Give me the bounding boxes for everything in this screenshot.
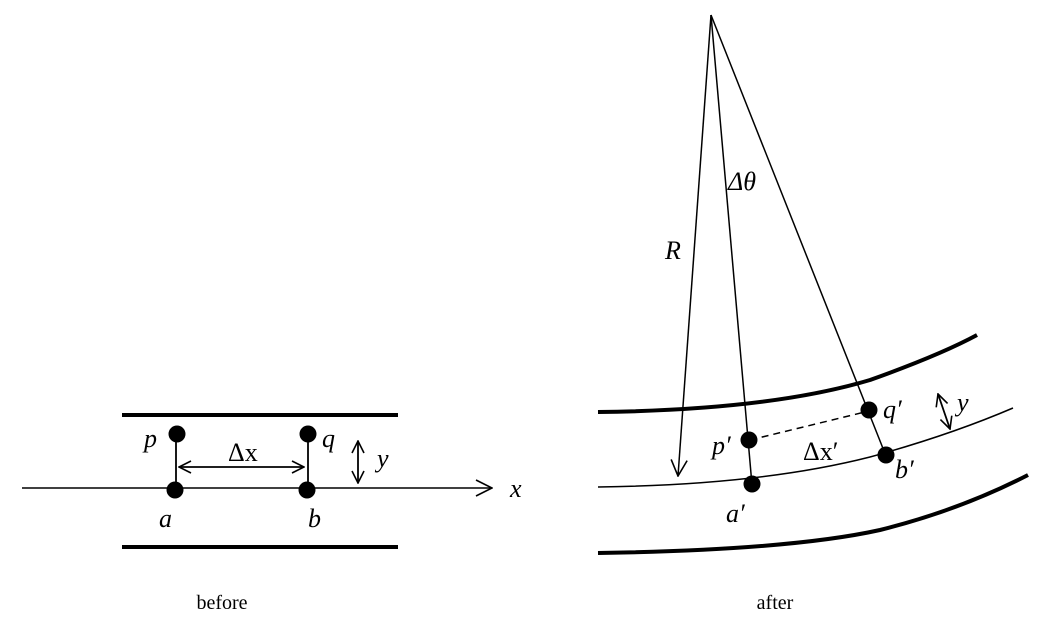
before-panel: x p q a b Δx y before xyxy=(22,413,522,614)
before-caption: before xyxy=(196,592,247,614)
label-a-prime: a′ xyxy=(726,499,745,528)
label-p: p xyxy=(142,424,157,453)
point-p-prime xyxy=(740,431,758,449)
y-prime-arrow xyxy=(938,394,950,429)
point-p xyxy=(168,425,186,443)
after-panel: R Δθ p′ q′ a′ b′ Δx′ y after xyxy=(597,14,1029,614)
point-b-prime xyxy=(877,446,895,464)
label-p-prime: p′ xyxy=(710,431,731,460)
dtheta-label: Δθ xyxy=(727,167,756,196)
dx-prime-label: Δx′ xyxy=(803,437,838,466)
radius-label: R xyxy=(664,236,681,265)
line-to-a-prime xyxy=(710,14,753,486)
bottom-surface-curve xyxy=(597,473,1029,555)
point-a-prime xyxy=(743,475,761,493)
y-label: y xyxy=(374,444,389,473)
label-b: b xyxy=(308,504,321,533)
point-q-prime xyxy=(860,401,878,419)
after-caption: after xyxy=(757,592,794,614)
dx-prime-dashed xyxy=(749,410,870,441)
y-prime-label: y xyxy=(954,388,969,417)
point-b xyxy=(298,481,316,499)
line-to-b-prime xyxy=(710,14,887,457)
label-q-prime: q′ xyxy=(883,395,902,424)
point-a xyxy=(166,481,184,499)
label-b-prime: b′ xyxy=(895,455,914,484)
top-surface-curve xyxy=(597,333,978,414)
radius-arrow xyxy=(678,14,712,476)
label-q: q xyxy=(322,424,335,453)
neutral-axis-curve xyxy=(597,407,1014,488)
x-axis-label: x xyxy=(509,474,522,503)
dx-label: Δx xyxy=(228,438,258,467)
label-a: a xyxy=(159,504,172,533)
point-q xyxy=(299,425,317,443)
